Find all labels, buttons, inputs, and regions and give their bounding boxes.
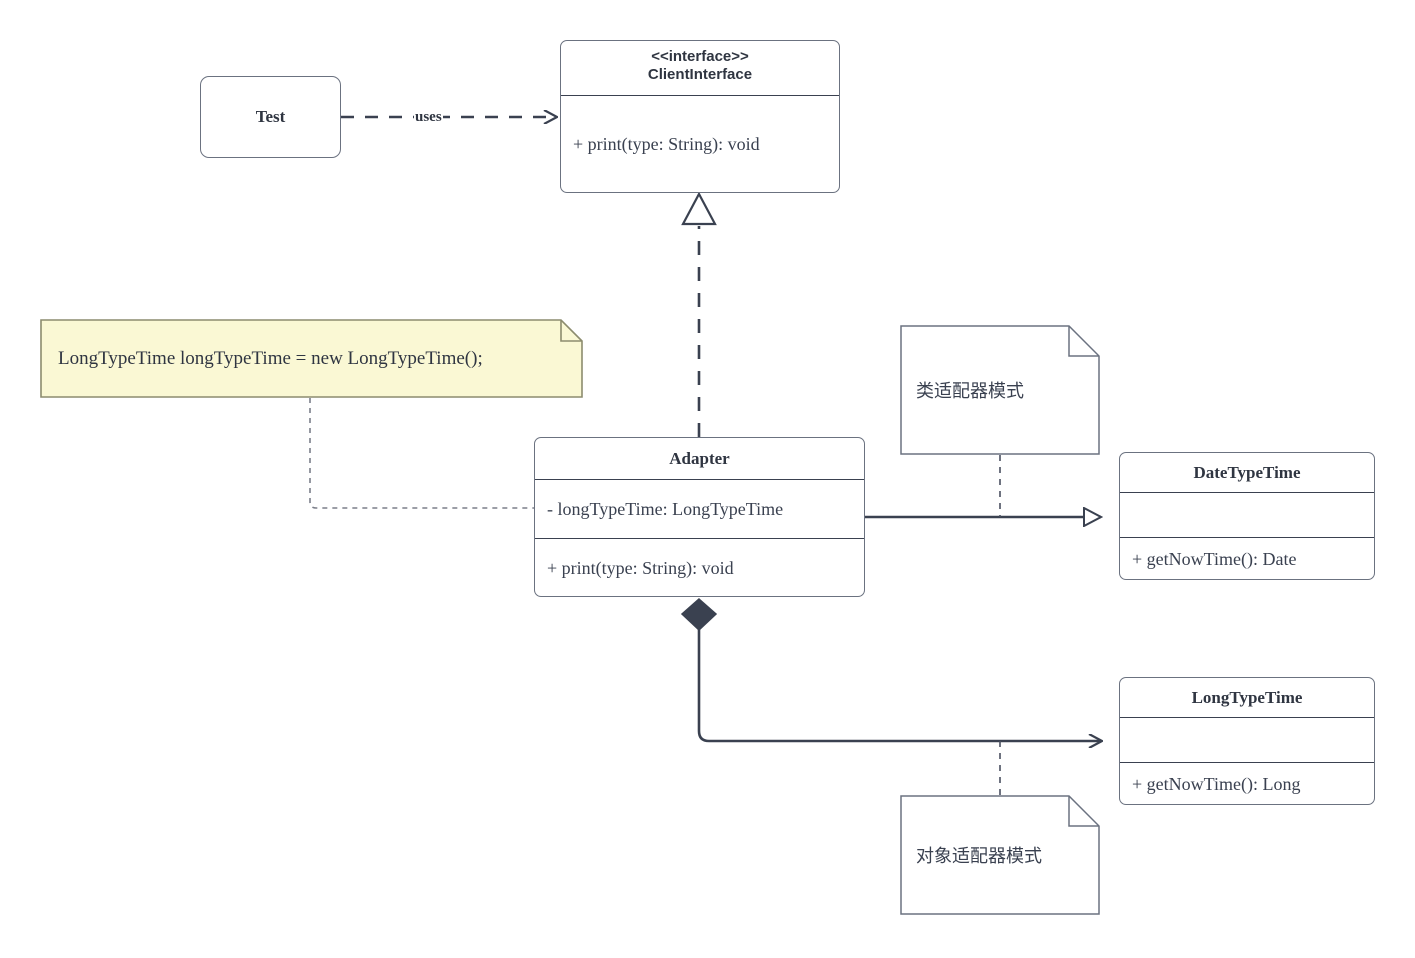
edge-adapter-composes-longtypetime [680,597,1101,741]
edge-label-uses: uses [414,109,443,125]
compartment-divider [1120,762,1374,763]
class-box-test[interactable]: Test [200,76,341,158]
method-item: + print(type: String): void [573,134,760,154]
class-name: LongTypeTime [1191,688,1303,707]
method-item: + print(type: String): void [547,557,734,578]
class-longtypetime-attributes [1120,718,1374,762]
compartment-divider [561,95,839,96]
interface-clientinterface-methods: + print(type: String): void [561,96,839,192]
compartment-divider [1120,717,1374,718]
class-box-longtypetime[interactable]: LongTypeTime + getNowTime(): Long [1119,677,1375,805]
class-box-adapter[interactable]: Adapter - longTypeTime: LongTypeTime + p… [534,437,865,597]
note-shape [900,795,1100,915]
compartment-divider [1120,492,1374,493]
method-item: + getNowTime(): Long [1132,774,1301,794]
class-adapter-methods: + print(type: String): void [535,539,864,596]
class-datetypetime-attributes [1120,493,1374,537]
note-class-adapter-pattern[interactable]: 类适配器模式 [900,325,1100,455]
note-object-adapter-pattern[interactable]: 对象适配器模式 [900,795,1100,915]
class-longtypetime-header: LongTypeTime [1120,678,1374,717]
compartment-divider [535,479,864,480]
interface-stereotype: <<interface>> [651,48,749,65]
class-box-datetypetime[interactable]: DateTypeTime + getNowTime(): Date [1119,452,1375,580]
attribute-item: - longTypeTime: LongTypeTime [547,498,784,519]
method-item: + getNowTime(): Date [1132,549,1297,569]
edge-code-note-anchor [309,398,534,509]
note-shape [40,319,583,398]
note-shape [900,325,1100,455]
class-longtypetime-methods: + getNowTime(): Long [1120,763,1374,804]
class-datetypetime-header: DateTypeTime [1120,453,1374,492]
interface-box-clientinterface[interactable]: <<interface>> ClientInterface + print(ty… [560,40,840,193]
compartment-divider [1120,537,1374,538]
interface-clientinterface-header: <<interface>> ClientInterface [561,41,839,95]
class-name: Adapter [669,449,730,468]
class-box-test-label: Test [255,107,286,126]
class-datetypetime-methods: + getNowTime(): Date [1120,538,1374,579]
class-adapter-attributes: - longTypeTime: LongTypeTime [535,480,864,538]
class-adapter-header: Adapter [535,438,864,479]
compartment-divider [535,538,864,539]
class-name: DateTypeTime [1193,463,1301,482]
interface-name: ClientInterface [647,66,753,83]
note-code-snippet[interactable]: LongTypeTime longTypeTime = new LongType… [40,319,583,398]
edge-adapter-realizes-clientinterface [681,191,717,437]
